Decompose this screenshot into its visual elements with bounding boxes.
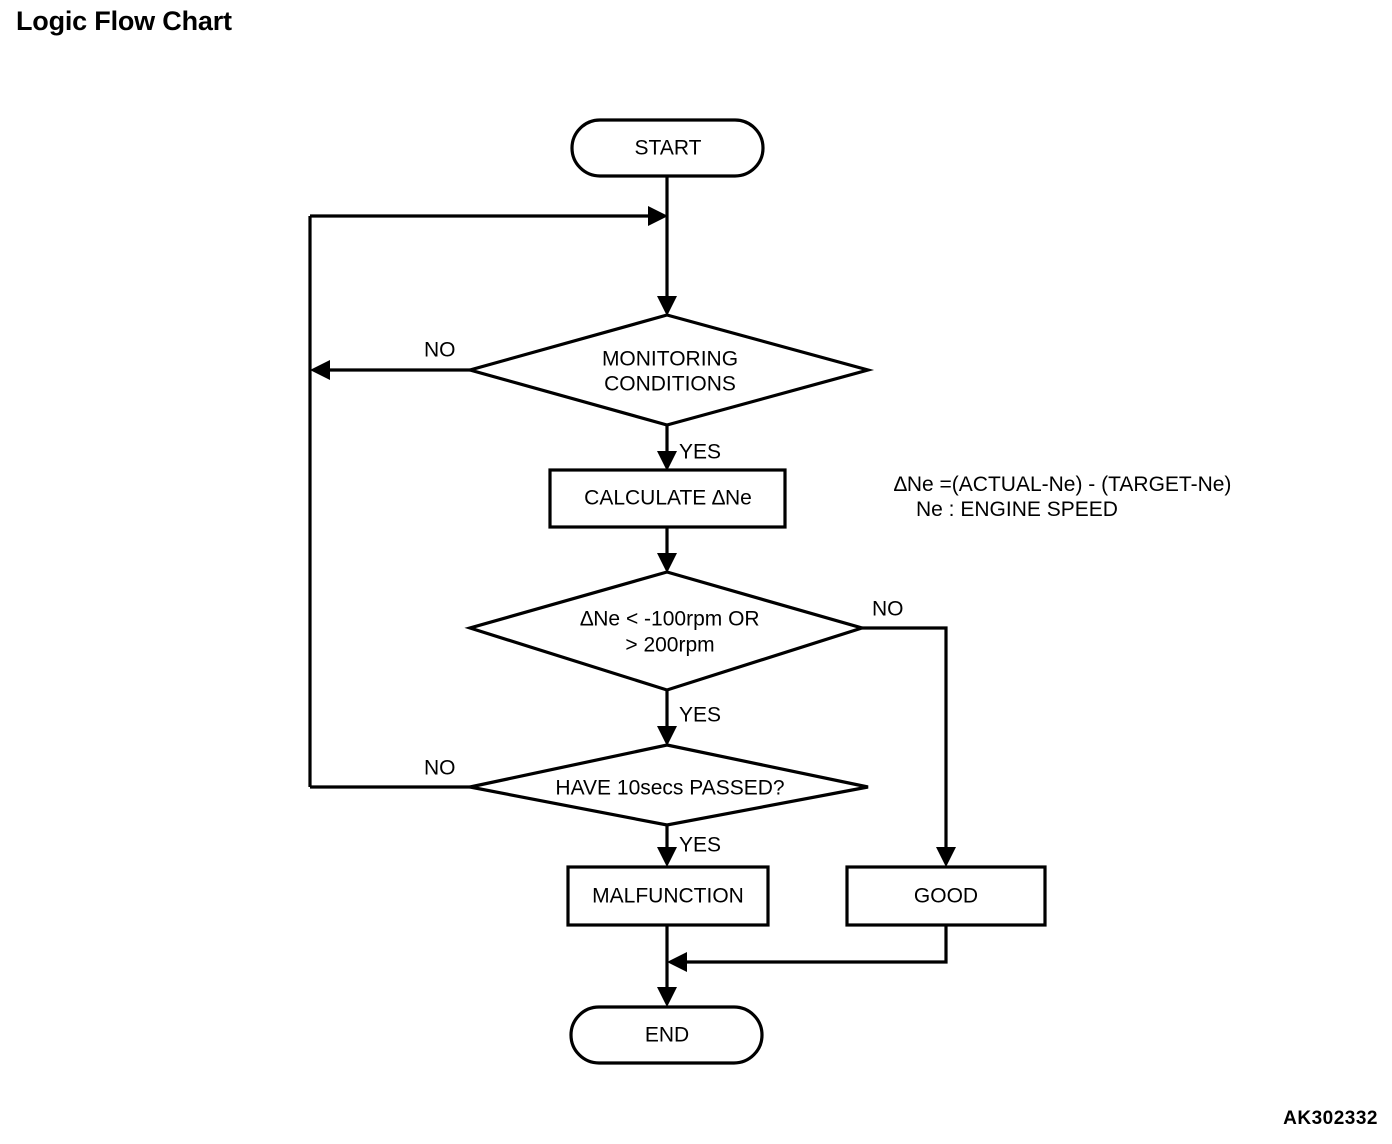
monitoring-label-line2: CONDITIONS — [604, 373, 736, 396]
arrowhead-good-merge — [667, 952, 687, 972]
timer-label: HAVE 10secs PASSED? — [555, 777, 784, 800]
edge-label-timer-no: NO — [424, 757, 456, 780]
node-threshold: ∆Ne < -100rpm OR > 200rpm — [464, 570, 868, 692]
monitoring-label-line1: MONITORING — [602, 348, 738, 371]
node-malfunction: MALFUNCTION — [566, 865, 770, 927]
node-start: START — [570, 118, 765, 178]
arrowhead-loop-return — [648, 206, 668, 226]
legend-line-2: Ne : ENGINE SPEED — [916, 498, 1118, 521]
edge-label-threshold-yes: YES — [679, 704, 721, 727]
arrowhead-into-good — [936, 847, 956, 867]
arrowhead-into-monitoring — [657, 296, 677, 316]
arrowhead-into-calculate — [657, 451, 677, 471]
arrowhead-into-end — [657, 987, 677, 1007]
reference-code: AK302332 — [1283, 1108, 1378, 1129]
node-end: END — [569, 1005, 764, 1065]
monitoring-decision-shape — [464, 313, 875, 427]
end-label: END — [645, 1024, 689, 1047]
connector-good-to-end — [679, 925, 948, 964]
legend-block: ∆Ne =(ACTUAL-Ne) - (TARGET-Ne) Ne : ENGI… — [894, 473, 1231, 521]
arrowhead-into-threshold — [657, 553, 677, 573]
threshold-label-line1: ∆Ne < -100rpm OR — [580, 608, 759, 631]
calculate-process-shape — [548, 468, 787, 529]
start-terminator-shape — [570, 118, 765, 178]
arrowhead-monitoring-no — [310, 360, 330, 380]
timer-decision-shape — [469, 743, 869, 827]
arrowhead-into-timer — [657, 726, 677, 746]
legend-line-1: ∆Ne =(ACTUAL-Ne) - (TARGET-Ne) — [894, 473, 1231, 496]
start-label: START — [635, 137, 702, 160]
threshold-label-line2: > 200rpm — [625, 634, 714, 657]
node-good: GOOD — [845, 865, 1047, 927]
edge-label-timer-yes: YES — [679, 834, 721, 857]
arrowhead-into-malfunction — [657, 847, 677, 867]
connector-threshold-no — [862, 626, 948, 856]
edge-label-threshold-no: NO — [872, 598, 904, 621]
malfunction-process-shape — [566, 865, 770, 927]
page-title: Logic Flow Chart — [16, 6, 232, 36]
end-terminator-shape — [569, 1005, 764, 1065]
good-label: GOOD — [914, 885, 978, 908]
node-calculate: CALCULATE ∆Ne — [548, 468, 787, 529]
calculate-label: CALCULATE ∆Ne — [584, 487, 752, 510]
node-monitoring-conditions: MONITORING CONDITIONS — [464, 313, 875, 427]
good-process-shape — [845, 865, 1047, 927]
node-timer: HAVE 10secs PASSED? — [469, 743, 869, 827]
edge-label-monitoring-yes: YES — [679, 441, 721, 464]
edge-label-monitoring-no: NO — [424, 339, 456, 362]
malfunction-label: MALFUNCTION — [592, 885, 744, 908]
threshold-decision-shape — [464, 570, 868, 692]
